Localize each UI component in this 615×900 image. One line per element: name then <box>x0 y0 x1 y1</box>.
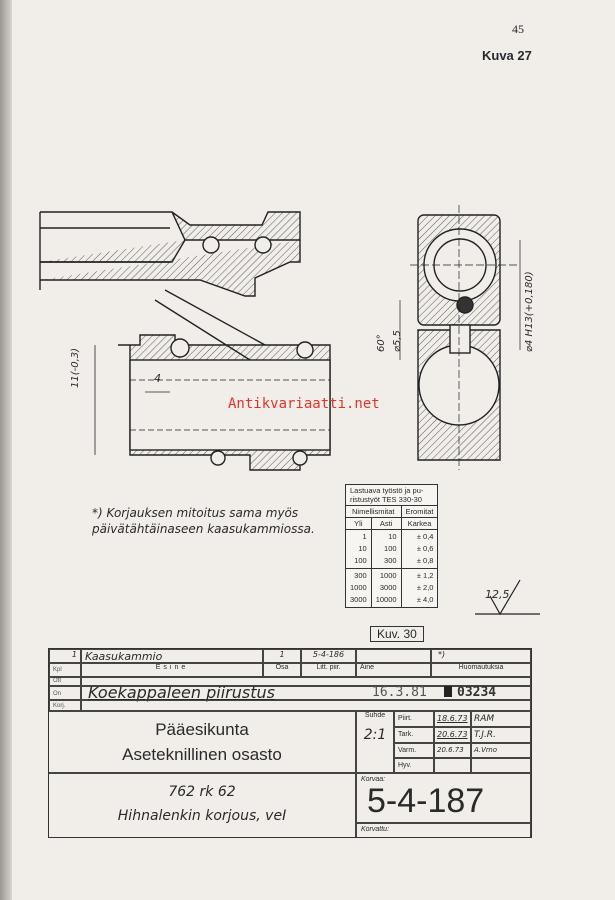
checked-date: 20.6.73 <box>434 727 471 743</box>
header-remarks: Huomautuksia <box>431 663 531 677</box>
tol-cell: 10 100 300 <box>370 529 402 569</box>
dimension-60deg: 60° <box>376 334 387 352</box>
stamp-mark <box>444 686 452 697</box>
side-section-view <box>39 211 331 471</box>
stamp-date: 16.3.81 <box>372 685 427 700</box>
scale-label: Suhde <box>364 712 386 719</box>
title-cell: 762 rk 62 Hihnalenkin korjous, veI <box>49 773 356 837</box>
verified-label: Varm. <box>394 743 434 758</box>
note-line-1: *) Korjauksen mitoitus sama myös <box>92 506 299 520</box>
qty-value: 1 <box>49 649 81 663</box>
remarks-value: *) <box>431 649 531 663</box>
tol-head-nominal: Nimellismitat <box>345 505 402 518</box>
drawing-note: *) Korjauksen mitoitus sama myös päivätä… <box>92 505 315 537</box>
drawing-title: Hihnalenkin korjous, veI <box>117 808 287 824</box>
tol-cell: 300 1000 3000 <box>345 568 372 608</box>
verified-by: A.Vmo <box>471 743 531 758</box>
approved-by <box>471 758 531 773</box>
number-cell: Korvaa: 5-4-187 <box>356 773 531 823</box>
header-attached: Litt. piir. <box>301 663 356 677</box>
dimension-h13: ⌀4 H13(+0,180) <box>524 271 535 352</box>
dimension-4: 4 <box>154 372 161 385</box>
checked-label: Tark. <box>394 727 434 743</box>
tol-title-2: ristustyöt TES 330-30 <box>350 495 422 504</box>
part-value: 1 <box>263 649 301 663</box>
stamp-number: 03234 <box>457 685 497 700</box>
drawn-label: Piirt. <box>394 711 434 727</box>
roughness-value: 12,5 <box>485 588 510 601</box>
page-number: 45 <box>512 22 524 36</box>
dimension-5-5: ⌀5,5 <box>392 330 403 352</box>
korj-label: Korj. <box>49 700 81 711</box>
tol-col-to: Asti <box>370 517 402 530</box>
front-section-view <box>399 205 521 470</box>
tol-col-over: Yli <box>345 517 372 530</box>
tol-cell: 1000 3000 10000 <box>370 568 402 608</box>
tol-cell: 1 10 100 <box>345 529 372 569</box>
drawn-date: 18.6.73 <box>434 711 471 727</box>
title-block: 1 Kaasukammio 1 5-4-186 *) Kpl Esine Osa… <box>48 648 532 838</box>
ott-label: Ott <box>49 677 81 686</box>
watermark: Antikvariaatti.net <box>228 396 380 412</box>
drawn-by: RAM <box>471 711 531 727</box>
approved-date <box>434 758 471 773</box>
attached-value: 5-4-186 <box>301 649 356 663</box>
approved-label: Hyv. <box>394 758 434 773</box>
org-name: Pääesikunta <box>155 720 249 739</box>
checked-by: T.J.R. <box>471 727 531 743</box>
tol-cell: ± 0,4 ± 0,6 ± 0,8 <box>400 529 439 569</box>
item-value: Kaasukammio <box>81 649 263 663</box>
ott-row <box>81 677 531 686</box>
header-qty: Kpl <box>49 663 81 677</box>
book-spine-shadow <box>0 0 12 900</box>
scale-cell: Suhde 2:1 <box>356 711 394 773</box>
replaces-label: Korvaa: <box>361 776 386 783</box>
figure-reference: Kuv. 30 <box>370 626 424 642</box>
note-line-2: päivätähtäinaseen kaasukammiossa. <box>92 522 315 536</box>
figure-label: Kuva 27 <box>482 48 532 63</box>
header-item: Esine <box>81 663 263 677</box>
scale-value: 2:1 <box>363 727 387 743</box>
tol-cell: ± 1,2 ± 2,0 ± 4,0 <box>400 568 439 608</box>
tolerance-table: Lastuava työstö ja pu-ristustyöt TES 330… <box>344 484 439 608</box>
tol-head-dev: Eromitat <box>400 505 439 518</box>
verified-date: 20.6.73 <box>434 743 471 758</box>
header-part: Osa <box>263 663 301 677</box>
on-row: Koekappaleen piirustus 16.3.81 03234 <box>81 683 531 702</box>
weapon-name: 762 rk 62 <box>168 784 236 800</box>
organization-cell: Pääesikunta Aseteknillinen osasto <box>49 711 356 773</box>
roughness-symbol <box>475 579 540 616</box>
tol-col-coarse: Karkea <box>400 517 439 530</box>
org-department: Aseteknillinen osasto <box>122 745 282 764</box>
header-material: Aine <box>356 663 431 677</box>
drawing-type: Koekappaleen piirustus <box>88 683 275 702</box>
replaced-label: Korvattu: <box>356 823 531 837</box>
tol-title-1: Lastuava työstö ja pu- <box>350 486 424 495</box>
material-value <box>356 649 431 663</box>
on-label: On <box>49 686 81 700</box>
dimension-11: 11(-0,3) <box>70 347 81 388</box>
korj-row <box>81 700 531 711</box>
drawing-number: 5-4-187 <box>367 782 485 820</box>
